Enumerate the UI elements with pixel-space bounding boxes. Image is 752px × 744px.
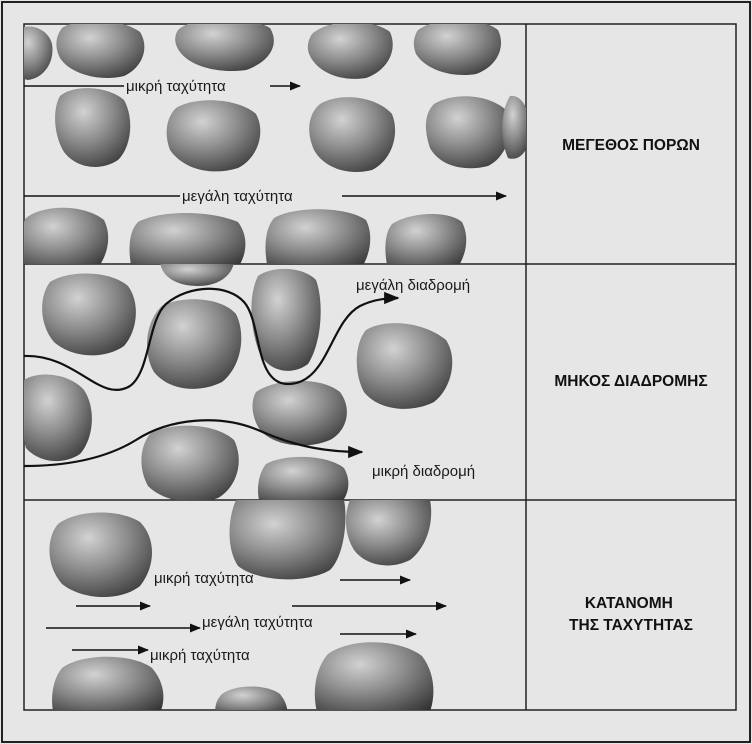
- label-small-velocity-bottom: μικρή ταχύτητα: [150, 647, 250, 664]
- grain: [266, 209, 371, 270]
- grain: [42, 273, 136, 355]
- grain: [130, 213, 246, 270]
- grain: [19, 208, 108, 270]
- label-short-path: μικρή διαδρομή: [372, 463, 475, 480]
- label-large-velocity: μεγάλη ταχύτητα: [202, 614, 313, 631]
- grain: [426, 96, 510, 168]
- side-label-path-length: ΜΗΚΟΣ ΔΙΑΔΡΟΜΗΣ: [554, 373, 707, 390]
- grain: [20, 375, 92, 462]
- grain: [253, 381, 347, 446]
- label-small-velocity-top: μικρή ταχύτητα: [154, 570, 254, 587]
- grain: [315, 642, 434, 716]
- grain: [230, 500, 346, 579]
- grain: [52, 657, 163, 716]
- grain: [385, 214, 466, 270]
- grain: [141, 426, 238, 502]
- side-label-pore-size: ΜΕΓΕΘΟΣ ΠΟΡΩΝ: [562, 137, 700, 154]
- label-large-velocity: μεγάλη ταχύτητα: [182, 188, 293, 205]
- grain: [147, 299, 241, 389]
- grain: [357, 323, 453, 409]
- grain: [167, 100, 261, 171]
- label-long-path: μεγάλη διαδρομή: [356, 277, 470, 294]
- grain: [258, 457, 348, 504]
- grain: [49, 512, 152, 597]
- label-small-velocity: μικρή ταχύτητα: [126, 78, 226, 95]
